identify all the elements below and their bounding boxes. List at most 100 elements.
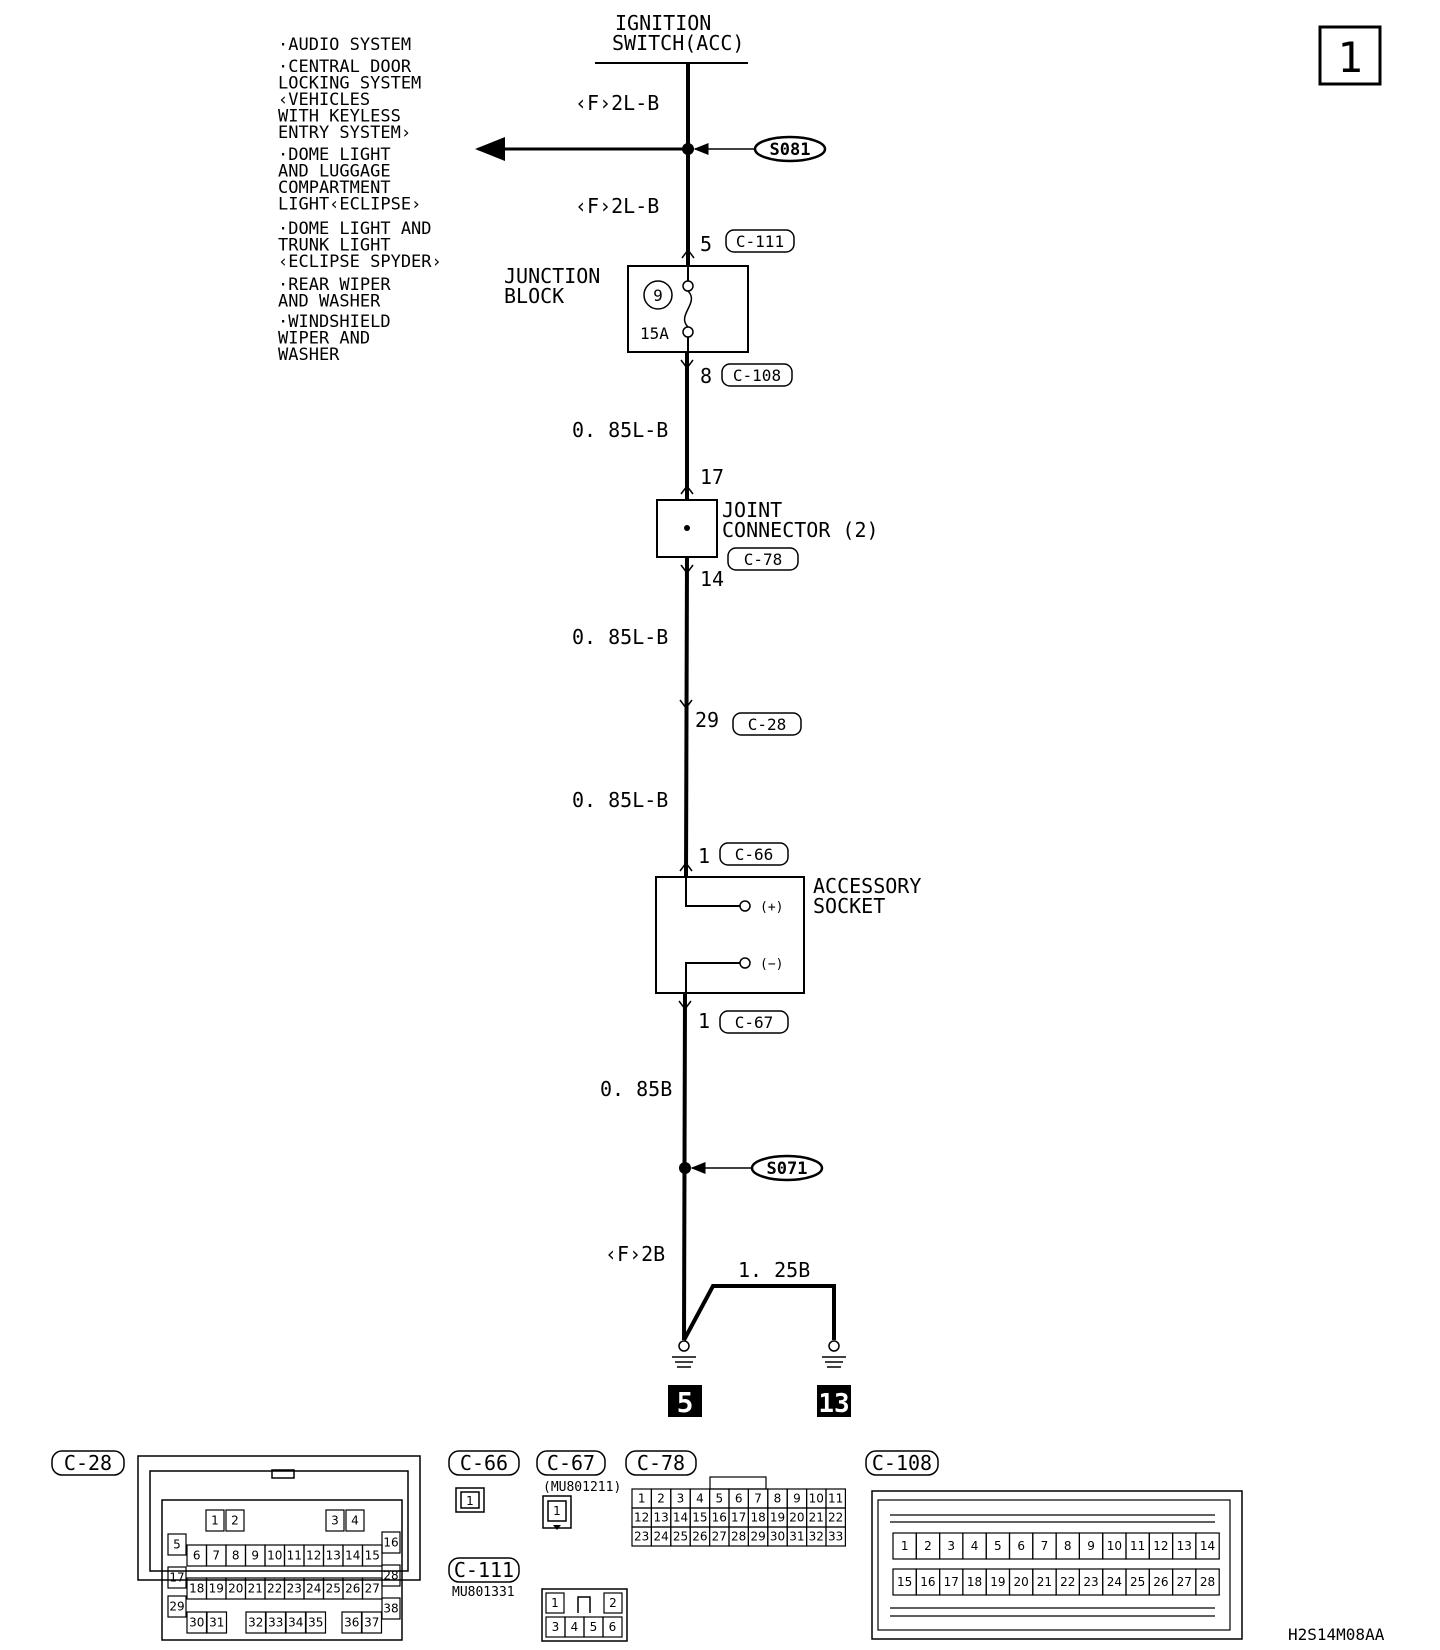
pin-cell <box>305 1611 327 1634</box>
branch-dome-light-trunk-line: TRUNK LIGHT <box>278 236 391 256</box>
pin-cell <box>381 1597 401 1620</box>
pin-number: 6 <box>609 1620 617 1634</box>
wire-label-3: 0. 85L-B <box>572 418 668 442</box>
pin-number: 11 <box>287 1549 302 1563</box>
pin-cell <box>325 1509 345 1532</box>
pin-cell <box>603 1592 623 1614</box>
c67-label: C-67 <box>735 1013 774 1032</box>
pin-number: 14 <box>673 1511 688 1525</box>
c111-label: C-111 <box>736 232 784 251</box>
pin-number: 9 <box>251 1549 259 1563</box>
pin-number: 23 <box>1083 1575 1098 1589</box>
pin-cell <box>205 1509 225 1532</box>
branch-windshield-wiper-line: WIPER AND <box>278 329 370 349</box>
wire-label-2: ‹F›2L-B <box>575 194 659 218</box>
pin-number: 28 <box>1200 1575 1215 1589</box>
socket-plus-label: (+) <box>760 900 783 915</box>
page-number-box: 1 <box>1318 25 1382 86</box>
branch-dome-light-luggage-line: AND LUGGAGE <box>278 162 391 182</box>
pin-number: 7 <box>212 1549 220 1563</box>
pin-number: 15 <box>897 1575 912 1589</box>
branch-dome-light-trunk-line: ·DOME LIGHT AND <box>278 219 432 239</box>
pin-number: 19 <box>990 1575 1005 1589</box>
pin-number: 17 <box>944 1575 959 1589</box>
c108-label: C-108 <box>733 366 781 385</box>
pin-cell <box>381 1531 401 1554</box>
branch-dome-light-trunk-line: ‹ECLIPSE SPYDER› <box>278 252 442 272</box>
fuse-terminal-bottom <box>682 326 694 338</box>
pin-cell <box>345 1509 365 1532</box>
accessory-socket-label-1: ACCESSORY <box>813 874 921 898</box>
pin-number: 1 <box>901 1539 909 1553</box>
branch-rear-wiper-line: ·REAR WIPER <box>278 275 391 295</box>
pin-number: 10 <box>1107 1539 1122 1553</box>
pin-number: 15 <box>692 1511 707 1525</box>
face-c67-part: (MU801211) <box>543 1480 621 1495</box>
pin-cell <box>602 1616 623 1638</box>
pin-number: 14 <box>345 1549 360 1563</box>
pin-number: 1 <box>638 1492 646 1506</box>
pin-cell <box>545 1592 565 1614</box>
pin-number: 28 <box>383 1569 398 1583</box>
pin-number: 32 <box>248 1616 263 1630</box>
pin-number: 2 <box>609 1596 617 1610</box>
pin-number: 5 <box>994 1539 1002 1553</box>
c108-pin: 8 <box>700 364 712 388</box>
branch-dome-light-luggage-line: COMPARTMENT <box>278 178 391 198</box>
pin-number: 3 <box>947 1539 955 1553</box>
pin-number: 5 <box>173 1538 181 1552</box>
pin-number: 31 <box>789 1530 804 1544</box>
c66-face-pin: 1 <box>466 1494 474 1508</box>
socket-minus-terminal <box>739 957 751 969</box>
pin-number: 26 <box>1153 1575 1168 1589</box>
pin-number: 18 <box>967 1575 982 1589</box>
joint-connector: 17 JOINT CONNECTOR (2) C-78 14 <box>656 465 879 591</box>
c28-label: C-28 <box>748 715 787 734</box>
pin-number: 13 <box>326 1549 341 1563</box>
pin-number: 13 <box>653 1511 668 1525</box>
pin-cell <box>825 1526 846 1547</box>
pin-number: 4 <box>696 1492 704 1506</box>
pin-number: 2 <box>231 1514 239 1528</box>
connector-c108-callout: 8 C-108 <box>680 359 793 388</box>
pin-number: 18 <box>189 1582 204 1596</box>
pin-number: 21 <box>248 1582 263 1596</box>
connector-face-c67: C-67 (MU801211) 1 <box>536 1450 621 1530</box>
connector-c111-callout: 5 C-111 <box>681 229 795 259</box>
ground-left-number: 5 <box>677 1386 694 1419</box>
pin-number: 9 <box>793 1492 801 1506</box>
pin-number: 33 <box>828 1530 843 1544</box>
c78-out-pin: 14 <box>700 567 724 591</box>
ground-badge-left: 5 <box>668 1385 702 1419</box>
pin-number: 5 <box>590 1620 598 1634</box>
pin-number: 4 <box>351 1514 359 1528</box>
pin-number: 25 <box>1130 1575 1145 1589</box>
face-c66-label: C-66 <box>460 1451 508 1475</box>
pin-cell <box>206 1611 228 1634</box>
diagram-code: H2S14M08AA <box>1288 1625 1385 1644</box>
c66-label: C-66 <box>735 845 774 864</box>
pin-number: 4 <box>571 1620 579 1634</box>
pin-number: 6 <box>193 1549 201 1563</box>
joint-connector-label-2: CONNECTOR (2) <box>722 518 879 542</box>
pin-number: 17 <box>731 1511 746 1525</box>
wire-label-5: 0. 85L-B <box>572 788 668 812</box>
pin-number: 6 <box>1017 1539 1025 1553</box>
pin-number: 5 <box>715 1492 723 1506</box>
pin-number: 28 <box>731 1530 746 1544</box>
pin-number: 31 <box>209 1616 224 1630</box>
pin-number: 29 <box>169 1600 184 1614</box>
pin-number: 23 <box>634 1530 649 1544</box>
branch-windshield-wiper-line: ·WINDSHIELD <box>278 312 391 332</box>
pin-number: 38 <box>383 1602 398 1616</box>
pin-number: 25 <box>673 1530 688 1544</box>
pin-number: 27 <box>712 1530 727 1544</box>
pin-number: 21 <box>809 1511 824 1525</box>
splice-s081: S081 <box>475 135 827 163</box>
pin-number: 24 <box>306 1582 321 1596</box>
c78-in-pin: 17 <box>700 465 724 489</box>
